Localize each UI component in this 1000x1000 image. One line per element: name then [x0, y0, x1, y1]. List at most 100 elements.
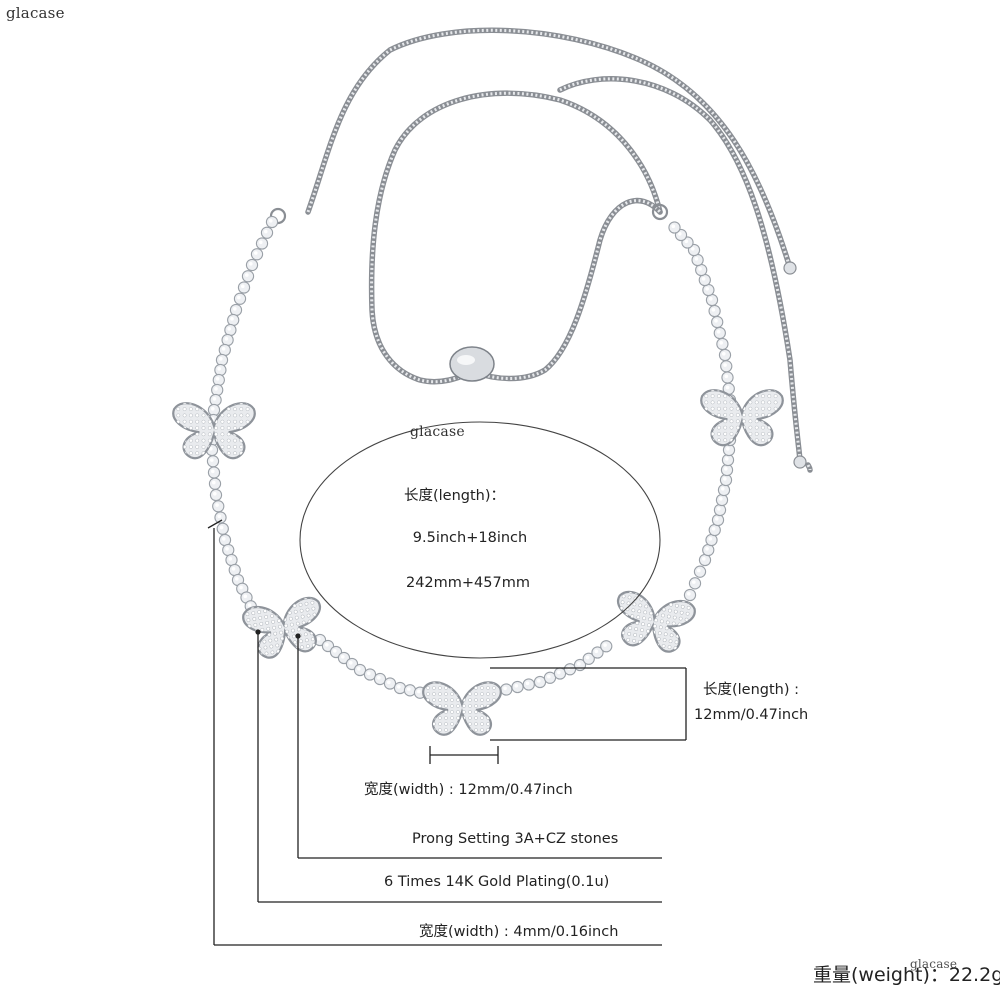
pave-stone: [486, 710, 490, 714]
pave-stone: [761, 406, 765, 411]
stone-sparkle: [259, 240, 263, 245]
pave-stone: [438, 728, 442, 732]
pave-stone: [492, 692, 496, 696]
pave-stone: [438, 698, 442, 702]
stone-sparkle: [215, 503, 219, 507]
pave-stone: [704, 419, 709, 424]
butterfly-length-value: 12mm/0.47inch: [694, 707, 809, 723]
pave-stone: [201, 438, 206, 443]
weight-label: 重量(weight)：22.2g: [813, 964, 1000, 986]
stone-sparkle: [209, 447, 213, 451]
pave-stone: [729, 431, 734, 436]
pave-stone: [182, 407, 187, 412]
dimension-lines: [207, 519, 687, 946]
pave-stone: [480, 722, 484, 726]
pave-stone: [305, 607, 310, 612]
pave-stone: [233, 413, 237, 418]
stone-sparkle: [603, 643, 607, 647]
pave-stone: [640, 628, 644, 632]
butterfly-outline: [700, 389, 784, 447]
stone-sparkle: [213, 492, 217, 496]
pave-stone: [295, 621, 300, 626]
pave-stone: [468, 716, 472, 720]
stone-sparkle: [725, 457, 729, 461]
pave-stone: [252, 653, 257, 658]
pave-stone: [748, 413, 753, 417]
stone-sparkle: [212, 397, 217, 401]
pave-stone: [735, 406, 740, 411]
pave-stone: [195, 444, 200, 449]
pave-stone: [642, 616, 647, 621]
pave-stone: [456, 704, 460, 708]
stone-sparkle: [678, 232, 682, 236]
stone-sparkle: [547, 674, 551, 679]
pave-stone: [207, 426, 212, 430]
pave-stone: [468, 722, 472, 726]
stone-sparkle: [722, 352, 726, 356]
pave-stone: [468, 704, 472, 708]
pave-stone: [275, 607, 279, 611]
pave-stone: [654, 618, 658, 623]
pave-stone: [761, 400, 765, 405]
pave-stone: [444, 682, 448, 684]
box-chain-strand: [472, 197, 663, 382]
pave-stone: [207, 432, 212, 437]
pave-stone: [233, 438, 237, 443]
pave-stone: [300, 645, 304, 650]
pave-stone: [462, 704, 466, 708]
stone-sparkle: [715, 517, 719, 521]
pave-stone: [456, 710, 460, 714]
pave-stone: [767, 390, 772, 392]
pave-stone: [291, 598, 296, 602]
pave-stone: [662, 607, 666, 612]
pave-stone: [214, 432, 219, 437]
stone-sparkle: [711, 308, 716, 312]
pave-stone: [486, 682, 490, 684]
pave-stone: [754, 390, 759, 392]
pave-stone: [664, 626, 669, 631]
stone-sparkle: [317, 637, 321, 641]
stone-sparkle: [585, 655, 590, 660]
stone-sparkle: [243, 594, 248, 599]
pave-stone: [729, 419, 734, 424]
pave-stone: [308, 625, 313, 630]
pave-stone: [644, 604, 649, 609]
pave-stone: [648, 617, 652, 622]
stone-sparkle: [357, 667, 361, 671]
pave-stone: [679, 610, 684, 615]
pave-stone: [679, 647, 684, 652]
box-chain-slider: [269, 27, 813, 473]
pave-stone: [444, 722, 448, 726]
pave-stone: [294, 615, 299, 620]
pave-stone: [662, 638, 667, 643]
pave-stone: [653, 624, 657, 629]
pave-stone: [233, 451, 237, 456]
pave-stone: [748, 400, 753, 405]
pave-stone: [468, 710, 472, 714]
stone-sparkle: [709, 297, 713, 301]
pave-stone: [704, 413, 709, 417]
pave-stone: [282, 648, 287, 653]
pave-stone: [633, 633, 637, 637]
pave-stone: [710, 400, 715, 405]
pave-stone: [680, 604, 685, 609]
pave-stone: [444, 704, 448, 708]
stone-sparkle: [577, 662, 581, 666]
pave-stone: [651, 599, 656, 604]
pave-stone: [661, 644, 666, 648]
pave-stone: [304, 601, 309, 606]
pave-stone: [735, 390, 740, 392]
stone-sparkle: [594, 649, 599, 654]
stone-sparkle: [705, 547, 709, 551]
pave-stone: [742, 390, 747, 392]
pave-stone: [644, 641, 648, 645]
pave-stone: [450, 722, 454, 726]
pave-stone: [226, 444, 231, 449]
pave-stone: [632, 602, 637, 607]
pave-stone: [462, 682, 466, 684]
stone-sparkle: [211, 469, 215, 474]
pave-stone: [492, 722, 496, 726]
pave-stone: [270, 614, 274, 618]
stone-sparkle: [219, 357, 223, 361]
slider-bead: [449, 346, 495, 382]
